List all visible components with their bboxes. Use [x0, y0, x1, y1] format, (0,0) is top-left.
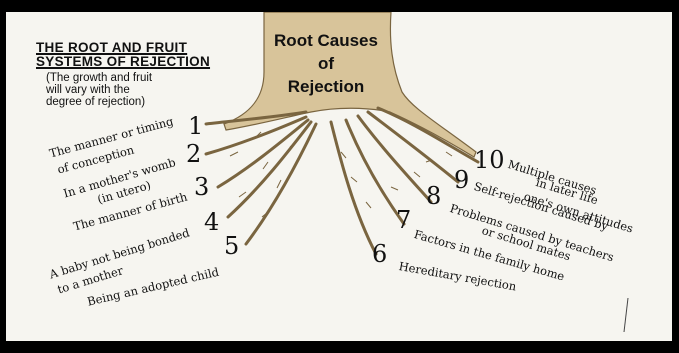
- header-title-line2: SYSTEMS OF REJECTION: [36, 54, 210, 69]
- root-number-4: 4: [204, 210, 219, 234]
- header-title-line1: THE ROOT AND FRUIT: [36, 40, 187, 55]
- diagram-paper: THE ROOT AND FRUIT SYSTEMS OF REJECTION …: [6, 12, 672, 341]
- page-fold-line: [624, 298, 628, 332]
- root-number-8: 8: [426, 184, 441, 208]
- root-number-6: 6: [372, 242, 387, 266]
- header-subtitle-line2: will vary with the: [46, 84, 130, 96]
- header-subtitle-line3: degree of rejection): [46, 96, 145, 108]
- root-fringe: [230, 132, 452, 217]
- root-number-1: 1: [188, 114, 203, 138]
- trunk-title-line1: Root Causes: [261, 30, 391, 51]
- root-number-10: 10: [474, 148, 505, 172]
- root-number-9: 9: [454, 168, 469, 192]
- root-number-3: 3: [194, 175, 209, 199]
- trunk-title-line3: Rejection: [261, 76, 391, 97]
- root-number-2: 2: [186, 142, 201, 166]
- root-number-5: 5: [224, 234, 239, 258]
- header-subtitle-line1: (The growth and fruit: [46, 72, 152, 84]
- root-number-7: 7: [396, 208, 411, 232]
- trunk-title-line2: of: [261, 53, 391, 74]
